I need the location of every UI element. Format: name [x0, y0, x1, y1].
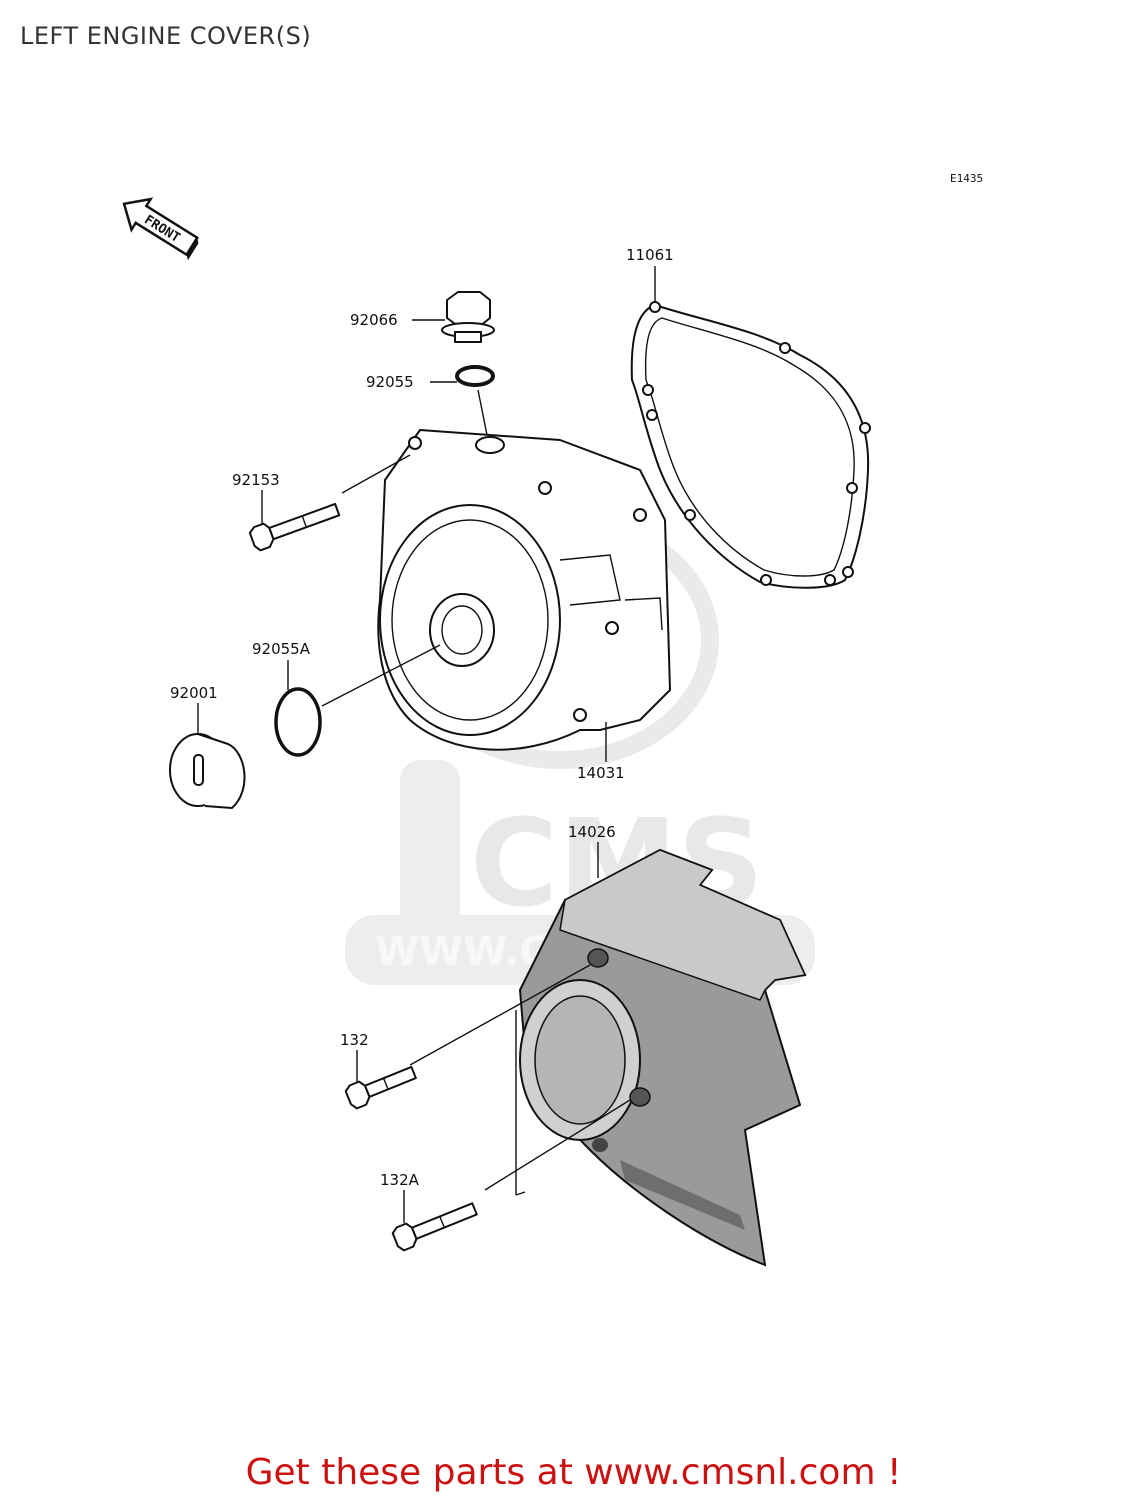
- part-label-14026[interactable]: 14026: [568, 823, 616, 841]
- bolt-132[interactable]: [344, 1061, 418, 1110]
- part-label-132[interactable]: 132: [340, 1031, 369, 1049]
- generator-cover-14031[interactable]: [377, 429, 671, 751]
- part-label-11061[interactable]: 11061: [626, 246, 674, 264]
- parts-diagram: CMS WWW.CMSNL.COM FRONT 11061 92066 9205…: [122, 197, 871, 1267]
- part-label-92066[interactable]: 92066: [350, 311, 398, 329]
- gasket-11061[interactable]: [630, 301, 871, 589]
- part-label-92153[interactable]: 92153: [232, 471, 280, 489]
- front-arrow-icon: FRONT: [122, 197, 199, 261]
- cap-92001[interactable]: [169, 733, 246, 809]
- bolt-132A[interactable]: [391, 1198, 479, 1252]
- part-label-92055[interactable]: 92055: [366, 373, 414, 391]
- o-ring-92055[interactable]: [455, 365, 495, 387]
- part-label-92055A[interactable]: 92055A: [252, 640, 311, 658]
- oil-filler-plug-92066[interactable]: [441, 291, 495, 343]
- footer-link-text[interactable]: Get these parts at www.cmsnl.com !: [245, 1452, 902, 1493]
- bolt-92153[interactable]: [248, 498, 341, 552]
- page-title: LEFT ENGINE COVER(S): [20, 22, 312, 50]
- footer-promo-link[interactable]: Get these parts at www.cmsnl.com !: [0, 1452, 1147, 1493]
- part-label-132A[interactable]: 132A: [380, 1171, 420, 1189]
- part-label-92001[interactable]: 92001: [170, 684, 218, 702]
- o-ring-92055A[interactable]: [274, 687, 322, 757]
- sprocket-cover-14026[interactable]: [518, 848, 807, 1267]
- part-label-14031[interactable]: 14031: [577, 764, 625, 782]
- diagram-code: E1435: [950, 172, 984, 185]
